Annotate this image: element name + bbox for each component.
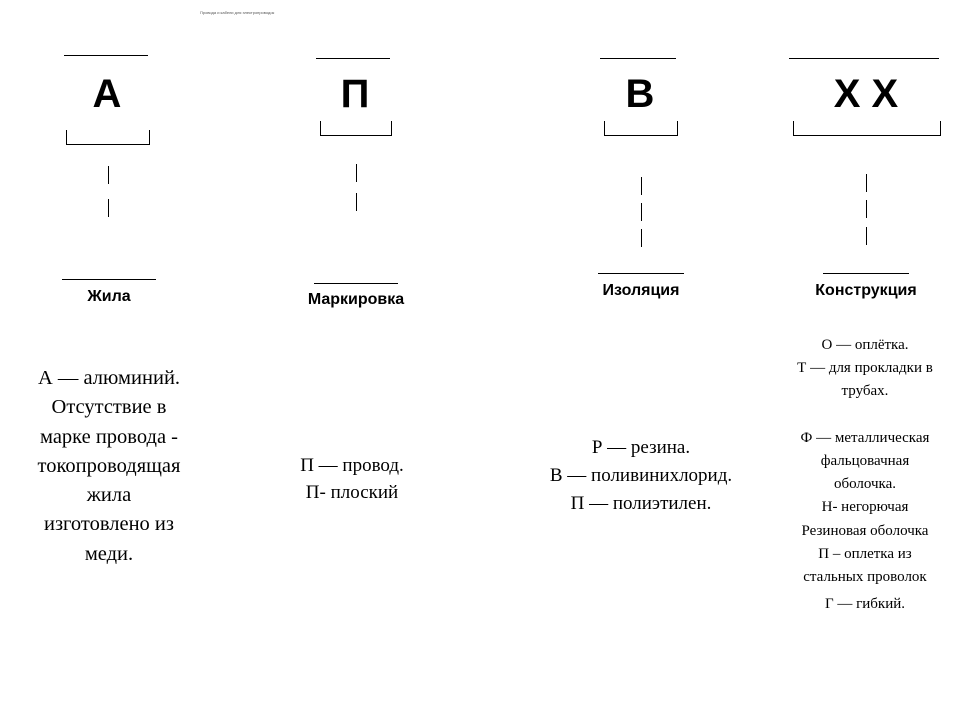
connector-tick xyxy=(866,200,867,218)
description-zhila: А — алюминий. Отсутствие в марке провода… xyxy=(6,364,212,569)
description-line: изготовлено из xyxy=(43,513,175,536)
label-line xyxy=(823,273,909,274)
description-line: Н- негорючая xyxy=(821,499,909,516)
label-konstruktsiya: Конструкция xyxy=(815,282,917,299)
description-line: токопроводящая xyxy=(37,454,181,477)
connector-tick xyxy=(356,193,357,211)
label-line xyxy=(598,273,684,274)
letter-overline xyxy=(64,55,148,56)
letter-bracket xyxy=(320,121,392,136)
letter-overline xyxy=(316,58,390,59)
label-izolyatsiya: Изоляция xyxy=(602,282,680,299)
connector-tick xyxy=(356,164,357,182)
letter-bracket xyxy=(66,130,150,145)
connector-tick xyxy=(641,177,642,195)
letter-overline xyxy=(600,58,676,59)
description-line: меди. xyxy=(84,542,134,565)
letter-v: В xyxy=(625,72,655,116)
description-line: П – оплетка из xyxy=(818,545,912,562)
description-line: П — полиэтилен. xyxy=(570,493,712,514)
letter-overline xyxy=(789,58,939,59)
label-markirovka: Маркировка xyxy=(307,291,405,308)
description-line: П — провод. xyxy=(300,455,404,476)
letter-bracket xyxy=(604,121,678,136)
connector-tick xyxy=(641,203,642,221)
label-zhila: Жила xyxy=(87,288,131,305)
description-line: оболочка. xyxy=(833,476,897,493)
description-line: фальцовачная xyxy=(820,453,910,470)
description-line: Ф — металлическая xyxy=(800,429,930,446)
description-line: П- плоский xyxy=(305,482,399,503)
description-konstruktsiya: О — оплётка. Т — для прокладки в трубах.… xyxy=(770,334,960,616)
description-line: стальных проволок xyxy=(803,569,927,586)
connector-tick xyxy=(866,174,867,192)
description-line: А — алюминий. xyxy=(37,367,181,389)
connector-tick xyxy=(866,227,867,245)
label-line xyxy=(314,283,398,284)
letter-xx: Х Х xyxy=(833,72,899,116)
description-line xyxy=(770,404,960,427)
description-line: Р — резина. xyxy=(591,437,691,458)
description-line: трубах. xyxy=(841,383,889,400)
description-line: марке провода - xyxy=(39,425,178,448)
letter-a: А xyxy=(92,72,122,116)
connector-tick xyxy=(108,199,109,217)
header-note: Провода и кабели для электропроводок xyxy=(200,10,275,15)
description-line: Г — гибкий. xyxy=(824,596,906,613)
letter-p: П xyxy=(340,72,370,116)
description-line: Отсутствие в xyxy=(51,396,167,419)
connector-tick xyxy=(108,166,109,184)
description-line: О — оплётка. xyxy=(821,337,909,353)
description-line: жила xyxy=(86,484,132,507)
letter-bracket xyxy=(793,121,941,136)
description-line: В — поливинихлорид. xyxy=(549,465,733,486)
description-izolyatsiya: Р — резина. В — поливинихлорид. П — поли… xyxy=(512,434,770,518)
description-line: Т — для прокладки в xyxy=(797,360,933,377)
label-line xyxy=(62,279,156,280)
description-markirovka: П — провод. П- плоский xyxy=(262,452,442,506)
connector-tick xyxy=(641,229,642,247)
description-line: Резиновая оболочка xyxy=(801,522,929,539)
